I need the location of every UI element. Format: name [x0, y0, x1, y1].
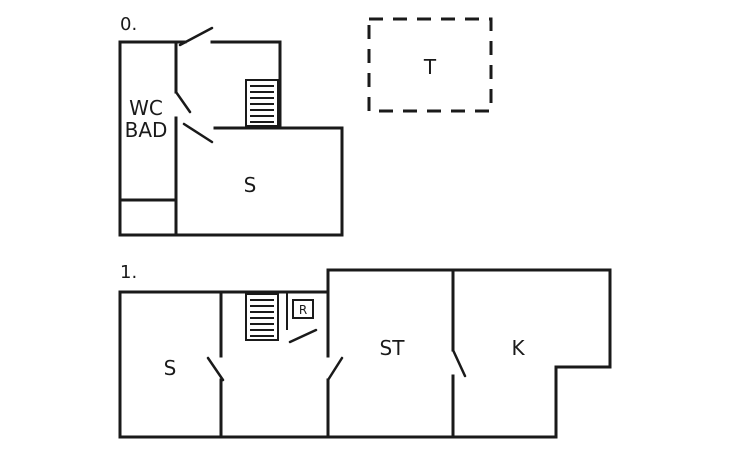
floor-1-door-s: [206, 356, 225, 382]
room-label-k: K: [511, 336, 525, 360]
floor-1-outer-walls: [118, 268, 612, 439]
room-label-t: T: [423, 55, 437, 79]
floor-0-label: 0.: [120, 14, 137, 35]
floor-1-door-hall: [288, 328, 318, 344]
floor-0-stairs: [245, 79, 279, 127]
floor-1-door-st: [326, 356, 344, 382]
room-label-s-upper: S: [164, 356, 177, 380]
floor-1-stairs: [245, 293, 279, 341]
floor-0-outer-walls: [118, 40, 344, 237]
floor-0-door-wc: [174, 90, 192, 114]
room-label-r: R: [299, 303, 307, 317]
room-label-s-ground: S: [244, 173, 257, 197]
room-label-wc: WC: [129, 96, 163, 120]
room-label-st: ST: [380, 336, 406, 360]
floor-1: 1. R S ST K: [118, 262, 612, 439]
floor-0-door-s: [182, 122, 214, 144]
terrace-outline: [367, 17, 493, 113]
room-label-bad: BAD: [125, 118, 168, 142]
floor-0-door-top: [178, 26, 214, 47]
floor-0: 0. WC BAD S T: [118, 14, 493, 237]
r-box: [292, 299, 314, 319]
floor-1-door-k: [451, 348, 467, 378]
floor-1-label: 1.: [120, 262, 137, 283]
